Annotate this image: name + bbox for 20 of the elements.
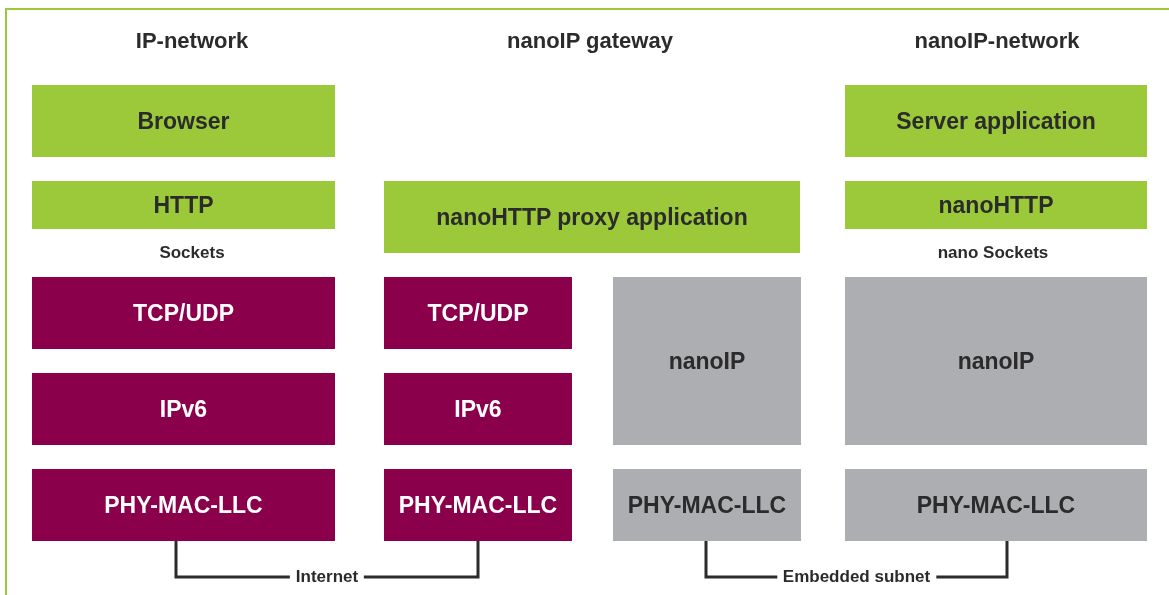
interface-label: nano Sockets	[937, 243, 1049, 263]
nanoip-layer-box: PHY-MAC-LLC	[845, 469, 1147, 541]
ip-layer-box: PHY-MAC-LLC	[384, 469, 572, 541]
ip-layer-box: TCP/UDP	[384, 277, 572, 349]
application-layer-box: Server application	[845, 85, 1147, 157]
column-heading: IP-network	[135, 28, 249, 54]
nanoip-layer-box: nanoIP	[613, 277, 801, 445]
nanoip-layer-box: nanoIP	[845, 277, 1147, 445]
interface-label: Sockets	[159, 243, 225, 263]
application-layer-box: nanoHTTP	[845, 181, 1147, 229]
nanoip-layer-box: PHY-MAC-LLC	[613, 469, 801, 541]
ip-layer-box: IPv6	[384, 373, 572, 445]
application-layer-box: HTTP	[32, 181, 335, 229]
column-heading: nanoIP gateway	[507, 28, 673, 54]
application-layer-box: nanoHTTP proxy application	[384, 181, 800, 253]
application-layer-box: Browser	[32, 85, 335, 157]
ip-layer-box: PHY-MAC-LLC	[32, 469, 335, 541]
ip-layer-box: TCP/UDP	[32, 277, 335, 349]
column-heading: nanoIP-network	[914, 28, 1080, 54]
ip-layer-box: IPv6	[32, 373, 335, 445]
